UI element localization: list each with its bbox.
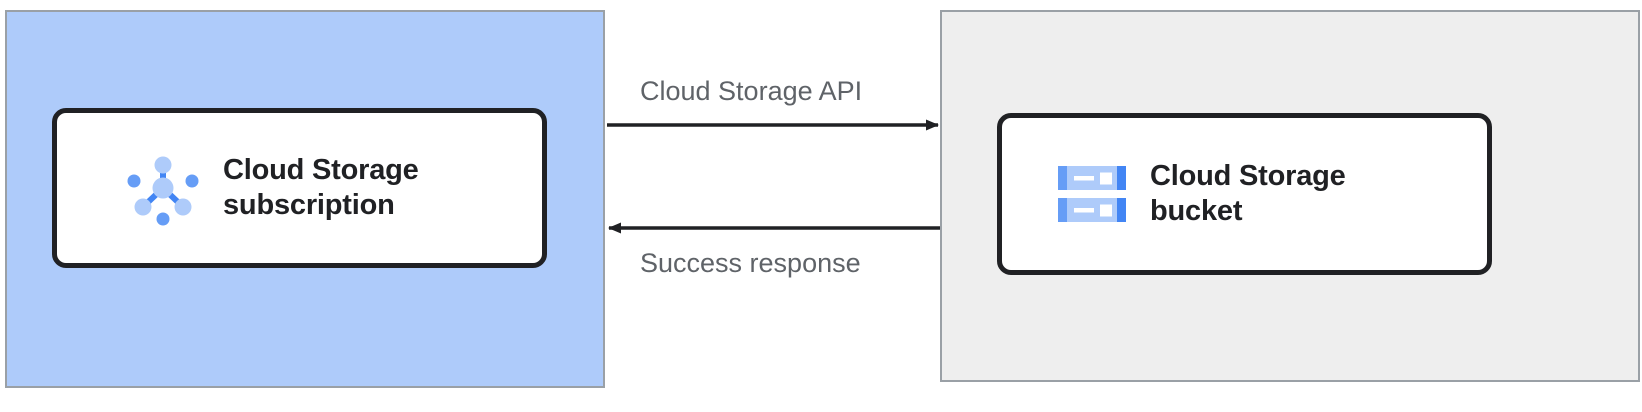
node-cloud-storage-subscription[interactable]: Cloud Storage subscription <box>52 108 547 268</box>
cloud-storage-bucket-icon <box>1058 166 1126 222</box>
node-label-cloud-storage-bucket: Cloud Storage bucket <box>1150 159 1346 227</box>
edge-label-success-response: Success response <box>640 248 861 278</box>
node-cloud-storage-bucket[interactable]: Cloud Storage bucket <box>997 113 1492 275</box>
pubsub-subscription-icon <box>127 156 199 226</box>
node-label-cloud-storage-subscription: Cloud Storage subscription <box>223 153 419 221</box>
edge-label-cloud-storage-api: Cloud Storage API <box>640 76 863 106</box>
